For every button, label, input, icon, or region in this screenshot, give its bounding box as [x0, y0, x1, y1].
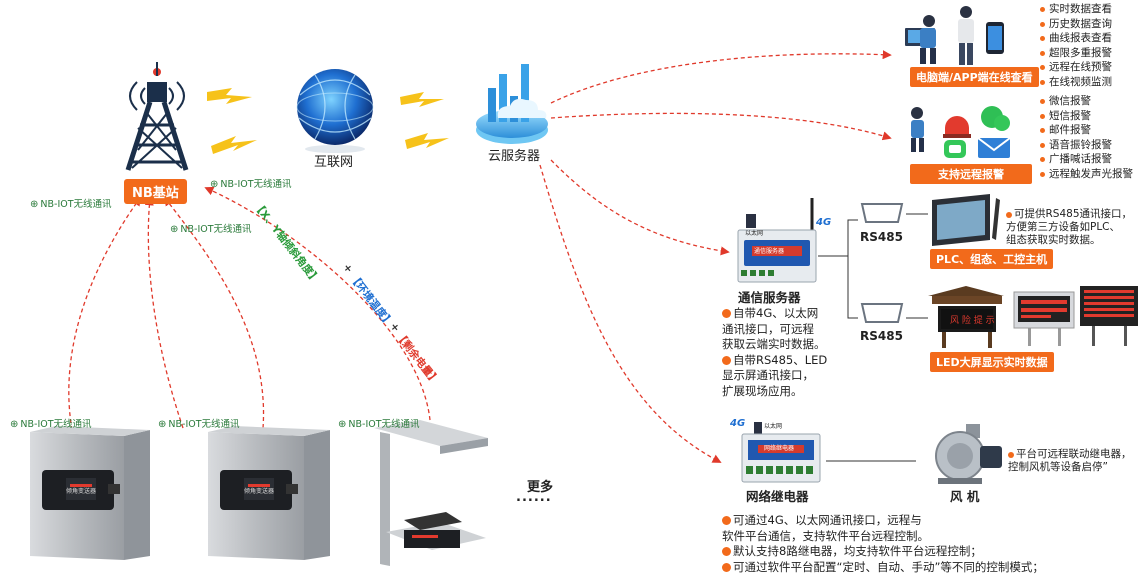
list-item: 邮件报警 [1040, 123, 1133, 138]
cloud-label: 云服务器 [488, 149, 541, 164]
comm-to-rs485-lines [818, 219, 858, 319]
list-item: 远程触发声光报警 [1040, 167, 1133, 182]
sensor-device-label-1: 倾角变送器 [66, 488, 97, 495]
comm-server-desc: 自带4G、以太网 通讯接口，可远程 获取云端实时数据。 自带RS485、LED … [722, 306, 828, 398]
online-feature-list: 实时数据查看 历史数据查询 曲线报表查看 超限多重报警 远程在线预警 在线视频监… [1040, 2, 1112, 89]
nbiot-label-unit3: ⊕NB-IOT无线通讯 [338, 419, 420, 430]
nbiot-label-unit2: ⊕NB-IOT无线通讯 [158, 419, 240, 430]
tilt-sensor-unit-1 [30, 426, 150, 560]
list-item: 在线视频监测 [1040, 75, 1112, 90]
badge-4g-relay: 4G [730, 418, 746, 429]
list-item: 实时数据查看 [1040, 2, 1112, 17]
remote-alarm-label: 支持远程报警 [910, 164, 1032, 184]
fan-label: 风 机 [950, 489, 980, 504]
fan-note: 平台可远程联动继电器， 控制风机等设备启停” [1008, 448, 1132, 473]
internet-globe-icon [296, 69, 374, 153]
plc-label: PLC、组态、工控主机 [930, 249, 1054, 269]
internet-label: 互联网 [314, 155, 354, 170]
rs485-label-b: RS485 [860, 329, 903, 343]
list-item: 超限多重报警 [1040, 46, 1112, 61]
nb-tower-icon [125, 62, 189, 171]
list-item: 微信报警 [1040, 94, 1133, 109]
badge-ethernet-relay: 以太网 [764, 423, 783, 430]
badge-ethernet-comm: 以太网 [745, 230, 764, 237]
more-dots: ...... [516, 490, 552, 505]
nb-station-label: NB基站 [124, 179, 187, 204]
tilt-sensor-unit-3 [374, 420, 488, 566]
pc-app-users-icon [905, 6, 1004, 65]
led-sign-text: 风 险 提 示 [950, 314, 995, 326]
tilt-sensor-unit-2 [208, 426, 330, 560]
nbiot-label-top: ⊕NB-IOT无线通讯 [210, 179, 292, 190]
relay-label: 网络继电器 [746, 489, 809, 504]
signal-bolt-icon [207, 88, 449, 154]
alarm-feature-list: 微信报警 短信报警 邮件报警 语音振铃报警 广播喊话报警 远程触发声光报警 [1040, 94, 1133, 181]
rs485-port-icon [860, 203, 904, 323]
comm-device-name: 通信服务器 [754, 248, 785, 255]
comm-server-device-icon [737, 198, 817, 283]
relay-device-name: 网络继电器 [764, 445, 795, 452]
led-board-icon [1013, 286, 1138, 346]
led-kiosk-icon [928, 286, 1004, 348]
pc-app-view-label: 电脑端/APP端在线查看 [910, 67, 1039, 87]
list-item: 历史数据查询 [1040, 17, 1112, 32]
rs485-label-a: RS485 [860, 230, 903, 244]
nbiot-label-mid: ⊕NB-IOT无线通讯 [170, 224, 252, 235]
led-label: LED大屏显示实时数据 [930, 352, 1054, 372]
list-item: 曲线报表查看 [1040, 31, 1112, 46]
list-item: 广播喊话报警 [1040, 152, 1133, 167]
more-label: 更多 [527, 480, 554, 495]
plc-panel-icon [932, 194, 1000, 246]
nbiot-label-left: ⊕NB-IOT无线通讯 [30, 199, 112, 210]
comm-server-label: 通信服务器 [738, 290, 801, 305]
sensor-device-label-2: 倾角变送器 [244, 488, 275, 495]
network-relay-device-icon [741, 422, 821, 483]
fan-blower-icon [935, 424, 1002, 484]
data-links [68, 50, 892, 463]
plc-note: 可提供RS485通讯接口， 方便第三方设备如PLC、 组态获取实时数据。 [1006, 208, 1133, 246]
list-item: 语音振铃报警 [1040, 138, 1133, 153]
alarm-icons [911, 106, 1011, 158]
list-item: 短信报警 [1040, 109, 1133, 124]
nbiot-label-unit1: ⊕NB-IOT无线通讯 [10, 419, 92, 430]
relay-desc: 可通过4G、以太网通讯接口，远程与 软件平台通信，支持软件平台远程控制。 默认支… [722, 513, 1044, 574]
list-item: 远程在线预警 [1040, 60, 1112, 75]
cloud-server-icon [476, 64, 548, 144]
badge-4g-comm: 4G [816, 217, 832, 228]
